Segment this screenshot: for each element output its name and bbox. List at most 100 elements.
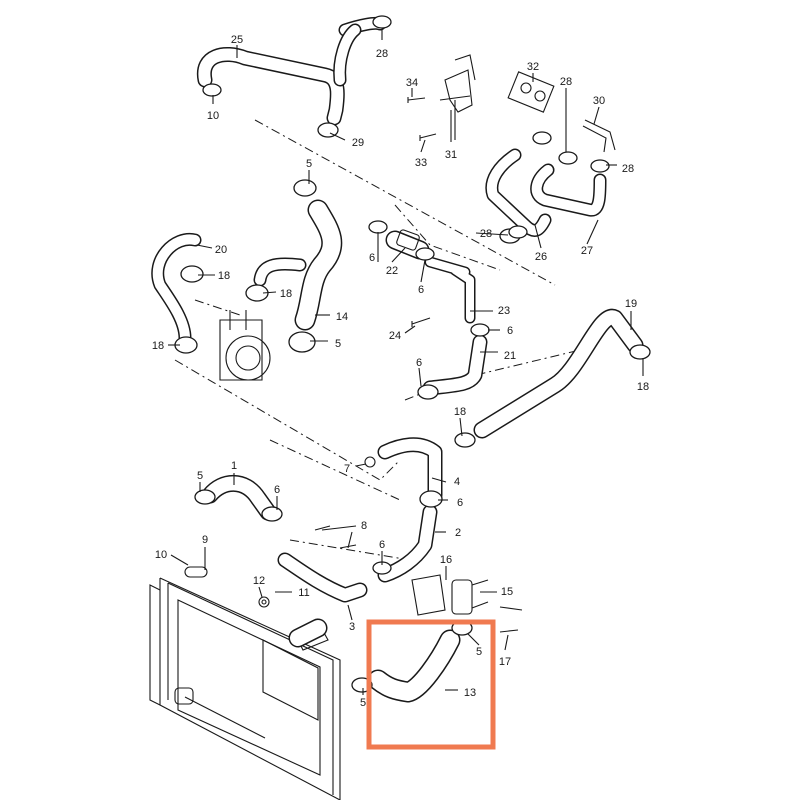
hose-23	[426, 258, 474, 322]
callout-11: 11	[298, 587, 309, 599]
callout-6: 6	[379, 539, 385, 551]
leader-line	[586, 219, 599, 245]
callout-18: 18	[152, 340, 164, 352]
callout-33: 33	[415, 157, 427, 169]
callout-8: 8	[361, 520, 367, 532]
callout-18: 18	[218, 270, 230, 282]
hose-3	[279, 554, 366, 601]
hose-20	[152, 234, 200, 343]
leader-line	[420, 259, 426, 283]
hose-clamp	[261, 506, 283, 522]
callout-5: 5	[197, 470, 203, 482]
callout-16: 16	[440, 554, 452, 566]
callout-4: 4	[454, 476, 460, 488]
callout-5: 5	[360, 697, 366, 709]
callout-28: 28	[560, 76, 572, 88]
callout-9: 9	[202, 534, 208, 546]
callout-32: 32	[527, 61, 539, 73]
callout-26: 26	[535, 251, 547, 263]
callout-28: 28	[622, 163, 634, 175]
callout-6: 6	[274, 484, 280, 496]
leader-line	[467, 633, 480, 646]
callout-7: 7	[344, 463, 350, 475]
callout-6: 6	[418, 284, 424, 296]
thermostat-housing	[439, 54, 476, 140]
hose-clamp	[317, 122, 339, 138]
callout-10: 10	[207, 110, 219, 122]
hose-2	[379, 506, 436, 581]
callout-34: 34	[406, 77, 418, 89]
hose-clamp	[372, 15, 392, 29]
hose-clamp	[368, 220, 388, 234]
leader-line	[459, 417, 463, 437]
callout-6: 6	[369, 252, 375, 264]
callout-5: 5	[476, 646, 482, 658]
leader-line	[170, 554, 189, 566]
leader-line	[196, 244, 213, 249]
callout-6: 6	[416, 357, 422, 369]
hose-4	[379, 438, 441, 501]
callout-5: 5	[306, 158, 312, 170]
callout-28: 28	[480, 228, 492, 240]
callout-30: 30	[593, 95, 605, 107]
leader-line	[347, 604, 353, 621]
callout-10: 10	[155, 549, 167, 561]
hose-clamp	[558, 151, 578, 165]
hose-clamp	[194, 489, 216, 505]
leader-line	[262, 291, 277, 294]
callout-numbers: 1234555556666666789101011121314151617181…	[152, 34, 649, 709]
callout-22: 22	[386, 265, 398, 277]
hose-25c	[334, 25, 360, 85]
callout-5: 5	[335, 338, 341, 350]
callout-13: 13	[464, 687, 476, 699]
hose-radiator-outlet	[290, 620, 326, 646]
hose-25	[198, 48, 344, 124]
callout-29: 29	[352, 137, 364, 149]
callout-24: 24	[389, 330, 401, 342]
hose-clamp	[629, 344, 651, 360]
callout-2: 2	[455, 527, 461, 539]
hose-clamp	[508, 225, 528, 239]
leader-line	[391, 247, 406, 263]
callout-28: 28	[376, 48, 388, 60]
hose-clamp	[293, 179, 317, 197]
callout-15: 15	[501, 586, 513, 598]
hose-clamp	[415, 247, 435, 261]
leader-line	[258, 586, 263, 598]
leader-line	[355, 463, 367, 467]
hose-26	[486, 150, 550, 236]
callout-3: 3	[349, 621, 355, 633]
hose-13	[369, 631, 459, 701]
hose-clamp	[590, 159, 610, 173]
callout-1: 1	[231, 460, 237, 472]
callout-19: 19	[625, 298, 637, 310]
callout-18: 18	[280, 288, 292, 300]
hose-1	[203, 476, 275, 519]
hose-19	[475, 310, 642, 437]
hose-21	[424, 336, 486, 394]
water-pump	[219, 310, 271, 381]
leader-line	[431, 477, 447, 483]
leader-line	[420, 139, 426, 153]
hose-clamp	[419, 490, 443, 508]
clamp-group	[174, 15, 651, 693]
leader-line	[418, 367, 422, 387]
highlight-box	[366, 619, 496, 750]
callout-18: 18	[637, 381, 649, 393]
small-parts	[184, 71, 616, 633]
hose-clamp	[470, 323, 490, 337]
leader-line	[475, 232, 509, 236]
hose-clamp	[202, 83, 222, 97]
callout-20: 20	[215, 244, 227, 256]
callout-17: 17	[499, 656, 511, 668]
frame-outline	[174, 119, 581, 561]
hose-27	[531, 165, 605, 216]
hose-group	[151, 16, 644, 703]
hose-14	[296, 201, 341, 329]
callout-12: 12	[253, 575, 265, 587]
leader-line	[347, 531, 353, 549]
leader-lines	[168, 30, 644, 695]
hose-clamp	[417, 384, 439, 400]
callout-21: 21	[504, 350, 516, 362]
